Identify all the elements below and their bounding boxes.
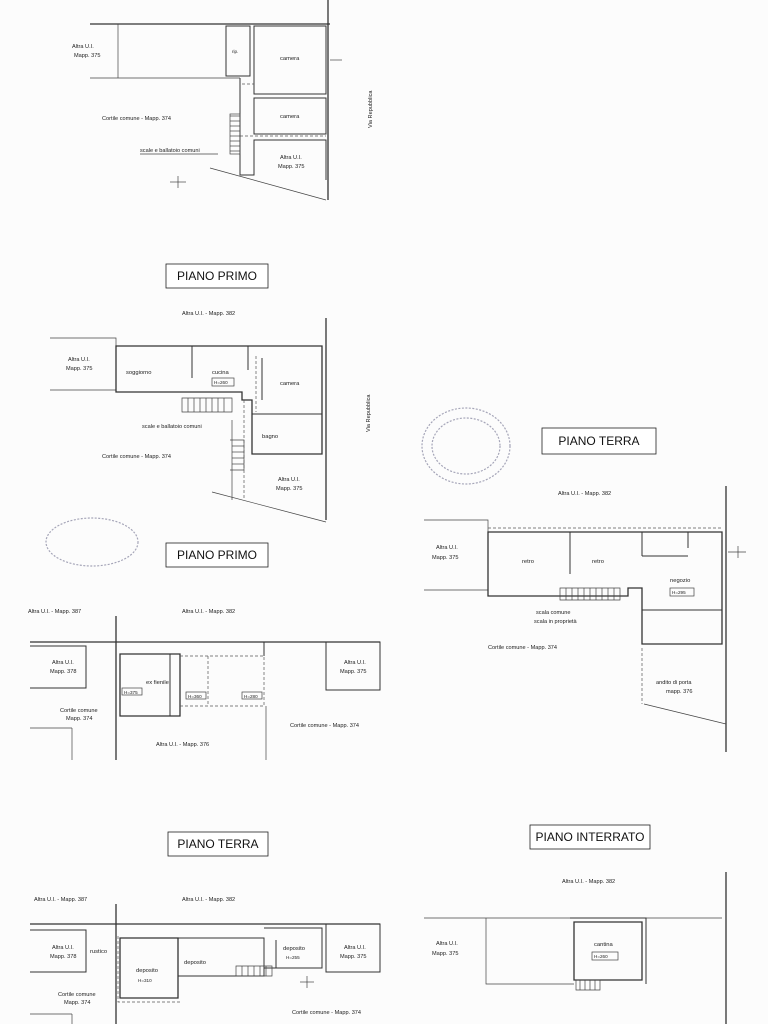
plan4-negozio-height: H=295	[672, 590, 686, 595]
plan5-altra-ui-378-line1: Altra U.I.	[52, 945, 74, 951]
plan6-cantina-height: H=260	[594, 954, 608, 959]
plan3-altra-ui-375-line2: Mapp. 375	[340, 669, 366, 675]
plan5-title: PIANO TERRA	[177, 837, 258, 851]
plan4-room-negozio: negozio	[670, 578, 690, 584]
plan3-altra-ui-378-line2: Mapp. 378	[50, 669, 76, 675]
plan6-altra-ui-382: Altra U.I. - Mapp. 382	[562, 879, 615, 885]
plan3-altra-ui-376: Altra U.I. - Mapp. 376	[156, 742, 209, 748]
stamp-seal-right	[421, 407, 511, 485]
plan1-room-camera-1: camera	[280, 56, 300, 62]
plan5-room-rustico: rustico	[90, 949, 107, 955]
plan3-cortile-right: Cortile comune - Mapp. 374	[290, 723, 359, 729]
plan5-altra-ui-382: Altra U.I. - Mapp. 382	[182, 897, 235, 903]
plan2-altra-ui-375b-line1: Altra U.I.	[278, 477, 300, 483]
plan-piano-terra-2: PIANO TERRA Altra U.I. - Mapp. 387 Altra…	[30, 831, 381, 1024]
stamp-seal-left	[45, 517, 139, 567]
plan5-deposito-1-height: H=310	[138, 978, 152, 983]
plan4-cortile-label: Cortile comune - Mapp. 374	[488, 645, 557, 651]
plan3-altra-ui-375-line1: Altra U.I.	[344, 660, 366, 666]
plan2-cucina-height: H=260	[214, 380, 228, 385]
plan1-room-camera-2: camera	[280, 114, 300, 120]
plan1-altra-ui-375b-line1: Altra U.I.	[280, 155, 302, 161]
plan2-altra-ui-375-line2: Mapp. 375	[66, 366, 92, 372]
plan4-scala-proprieta: scala in proprietà	[534, 619, 577, 625]
plan6-altra-ui-375-line2: Mapp. 375	[432, 951, 458, 957]
plan3-cortile-left-line2: Mapp. 374	[66, 716, 92, 722]
plan-piano-primo-2: PIANO PRIMO Altra U.I. - Mapp. 387 Altra…	[28, 517, 381, 760]
plan3-height-1: H=375	[124, 690, 138, 695]
plan1-cortile-label: Cortile comune - Mapp. 374	[102, 116, 171, 122]
plan3-room-ex-fienile: ex fienile	[146, 680, 169, 686]
plan5-cortile-left-line2: Mapp. 374	[64, 1000, 90, 1006]
plan5-cortile-left-line1: Cortile comune	[58, 992, 96, 998]
plan2-room-bagno: bagno	[262, 434, 278, 440]
plan3-altra-ui-387: Altra U.I. - Mapp. 387	[28, 609, 81, 615]
plan1-scale-label: scale e ballatoio comuni	[140, 148, 200, 154]
plan5-room-deposito-1: deposito	[136, 968, 158, 974]
plan2-room-camera: camera	[280, 381, 300, 387]
plan2-via-label: Via Repubblica	[366, 394, 372, 432]
plan4-scala-comune: scala comune	[536, 610, 571, 616]
plan2-scale-label: scale e ballatoio comuni	[142, 424, 202, 430]
plan4-altra-ui-375-line1: Altra U.I.	[436, 545, 458, 551]
plan-piano-primo-1: PIANO PRIMO Altra U.I. - Mapp. 382 Altra…	[50, 263, 372, 523]
plan4-room-retro-1: retro	[522, 559, 534, 565]
plan2-cortile-label: Cortile comune - Mapp. 374	[102, 454, 171, 460]
plan6-title: PIANO INTERRATO	[536, 830, 645, 844]
plan4-altra-ui-375-line2: Mapp. 375	[432, 555, 458, 561]
plan-piano-terra-1: PIANO TERRA Altra U.I. - Mapp. 382 Altra…	[421, 407, 746, 752]
plan2-room-cucina: cucina	[212, 370, 230, 376]
plan5-room-deposito-3: deposito	[283, 946, 305, 952]
plan4-altra-ui-382: Altra U.I. - Mapp. 382	[558, 491, 611, 497]
plan4-andito-line1: andito di porta	[656, 680, 692, 686]
plan1-altra-ui-375b-line2: Mapp. 375	[278, 164, 304, 170]
plan1-via-label: Via Repubblica	[368, 90, 374, 128]
plan6-room-cantina: cantina	[594, 942, 613, 948]
plan3-height-3: H=280	[244, 694, 258, 699]
plan1-room-rip: rip.	[232, 49, 238, 54]
plan5-altra-ui-378-line2: Mapp. 378	[50, 954, 76, 960]
plan2-title: PIANO PRIMO	[177, 269, 257, 283]
plan5-altra-ui-375-line2: Mapp. 375	[340, 954, 366, 960]
plan4-title: PIANO TERRA	[558, 434, 639, 448]
plan2-room-soggiorno: soggiorno	[126, 370, 151, 376]
plan4-room-retro-2: retro	[592, 559, 604, 565]
plan3-altra-ui-378-line1: Altra U.I.	[52, 660, 74, 666]
plan5-room-deposito-2: deposito	[184, 960, 206, 966]
plan6-altra-ui-375-line1: Altra U.I.	[436, 941, 458, 947]
plan3-height-2: H=360	[188, 694, 202, 699]
plan5-altra-ui-375-line1: Altra U.I.	[344, 945, 366, 951]
plan2-altra-ui-375b-line2: Mapp. 375	[276, 486, 302, 492]
plan2-altra-ui-382: Altra U.I. - Mapp. 382	[182, 311, 235, 317]
plan5-deposito-3-height: H=255	[286, 955, 300, 960]
plan5-altra-ui-387: Altra U.I. - Mapp. 387	[34, 897, 87, 903]
plan2-altra-ui-375-line1: Altra U.I.	[68, 357, 90, 363]
plan1-altra-ui-375-line2: Mapp. 375	[74, 53, 100, 59]
plan4-andito-line2: mapp. 376	[666, 689, 692, 695]
plan5-cortile-right: Cortile comune - Mapp. 374	[292, 1010, 361, 1016]
plan-upper-fragment: Altra U.I. Mapp. 375 rip. camera camera …	[72, 0, 374, 201]
plan3-altra-ui-382: Altra U.I. - Mapp. 382	[182, 609, 235, 615]
plan1-altra-ui-375-line1: Altra U.I.	[72, 44, 94, 50]
plan3-title: PIANO PRIMO	[177, 548, 257, 562]
plan-piano-interrato: PIANO INTERRATO Altra U.I. - Mapp. 382 A…	[424, 824, 727, 1024]
plan3-cortile-left-line1: Cortile comune	[60, 708, 98, 714]
